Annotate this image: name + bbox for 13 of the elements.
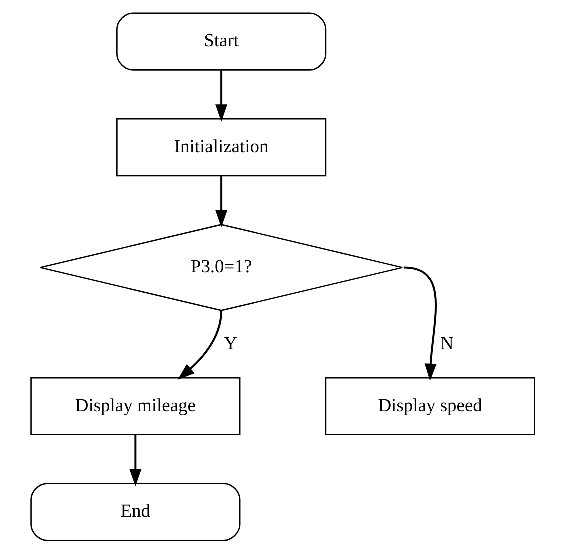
arrow [177,310,222,380]
arrow [129,435,142,487]
node-box: Start [116,12,326,71]
node-box: Initialization [116,118,326,177]
edge-label: N [440,333,454,354]
edge-label: Y [224,333,236,354]
arrow [403,266,436,382]
node-diamond: P3.0=1? [39,224,403,312]
node-box: End [30,483,240,542]
node-box: Display mileage [30,377,240,436]
arrow [215,176,228,228]
node-box: Display speed [324,377,535,436]
arrow [215,70,228,122]
